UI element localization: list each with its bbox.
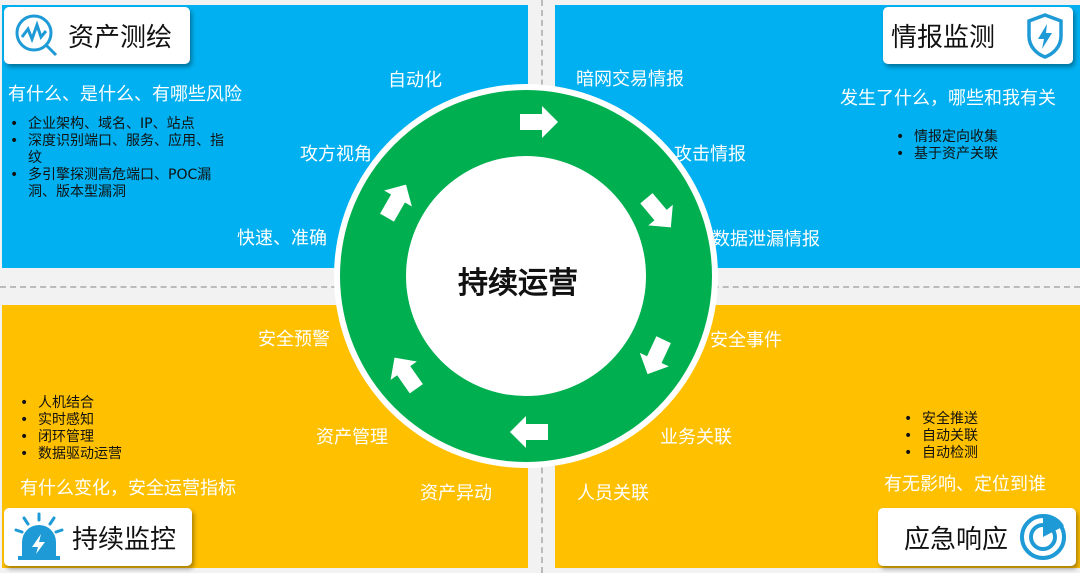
cycle-ring bbox=[334, 84, 718, 468]
intel-monitoring-title-card: 情报监测 bbox=[883, 7, 1073, 64]
intel-monitoring-title: 情报监测 bbox=[891, 23, 996, 53]
continuous-bullets: 人机结合 实时感知 闭环管理 数据驱动运营 bbox=[16, 395, 122, 463]
label-security-alert: 安全预警 bbox=[258, 329, 330, 350]
continuous-question: 有什么变化，安全运营指标 bbox=[20, 478, 236, 499]
emergency-response-title: 应急响应 bbox=[904, 524, 1009, 555]
bullet-item: 自动关联 bbox=[900, 428, 978, 445]
label-asset-management: 资产管理 bbox=[316, 427, 388, 448]
search-chart-icon bbox=[15, 14, 58, 56]
bullet-item: 多引擎探测高危端口、POC漏洞、版本型漏洞 bbox=[6, 167, 236, 201]
intel-question: 发生了什么，哪些和我有关 bbox=[840, 88, 1056, 109]
shield-bolt-icon bbox=[1027, 12, 1063, 59]
arrow-icon bbox=[639, 336, 671, 375]
asset-mapping-question: 有什么、是什么、有哪些风险 bbox=[8, 84, 242, 105]
asset-mapping-bullets: 企业架构、域名、IP、站点 深度识别端口、服务、应用、指纹 多引擎探测高危端口、… bbox=[6, 116, 236, 201]
arrow-icon bbox=[510, 416, 548, 448]
bullet-item: 安全推送 bbox=[900, 411, 978, 428]
bullet-item: 情报定向收集 bbox=[892, 129, 998, 146]
intel-bullets: 情报定向收集 基于资产关联 bbox=[892, 129, 998, 163]
bullet-item: 基于资产关联 bbox=[892, 146, 998, 163]
label-data-leak-intel: 数据泄漏情报 bbox=[712, 229, 820, 250]
arrow-icon bbox=[520, 106, 558, 138]
bullet-item: 企业架构、域名、IP、站点 bbox=[6, 116, 236, 133]
emergency-question: 有无影响、定位到谁 bbox=[884, 474, 1046, 495]
label-darkweb-intel: 暗网交易情报 bbox=[576, 69, 684, 90]
label-fast-accurate: 快速、准确 bbox=[237, 228, 327, 249]
label-business-correlation: 业务关联 bbox=[660, 427, 732, 448]
arrow-icon bbox=[640, 193, 673, 228]
label-attack-intel: 攻击情报 bbox=[674, 144, 746, 165]
bullet-item: 自动检测 bbox=[900, 445, 978, 462]
bullet-item: 数据驱动运营 bbox=[16, 446, 122, 463]
arrow-icon bbox=[380, 184, 412, 222]
target-icon bbox=[1020, 513, 1066, 560]
continuous-monitoring-title: 持续监控 bbox=[72, 524, 177, 555]
bullet-item: 深度识别端口、服务、应用、指纹 bbox=[6, 133, 236, 167]
bullet-item: 闭环管理 bbox=[16, 429, 122, 446]
emergency-response-title-card: 应急响应 bbox=[878, 508, 1076, 566]
label-attacker-view: 攻方视角 bbox=[300, 144, 372, 165]
arrow-icon bbox=[390, 357, 423, 394]
asset-mapping-title: 资产测绘 bbox=[68, 23, 173, 53]
label-automation: 自动化 bbox=[388, 70, 442, 91]
bullet-item: 人机结合 bbox=[16, 395, 122, 412]
label-asset-change: 资产异动 bbox=[420, 483, 492, 504]
label-personnel-correlation: 人员关联 bbox=[577, 483, 649, 504]
bullet-item: 实时感知 bbox=[16, 412, 122, 429]
alarm-light-icon bbox=[14, 512, 64, 560]
emergency-bullets: 安全推送 自动关联 自动检测 bbox=[900, 411, 978, 462]
asset-mapping-title-card: 资产测绘 bbox=[4, 7, 190, 64]
center-title: 持续运营 bbox=[458, 266, 578, 301]
label-security-event: 安全事件 bbox=[710, 330, 782, 351]
continuous-monitoring-title-card: 持续监控 bbox=[4, 508, 192, 566]
